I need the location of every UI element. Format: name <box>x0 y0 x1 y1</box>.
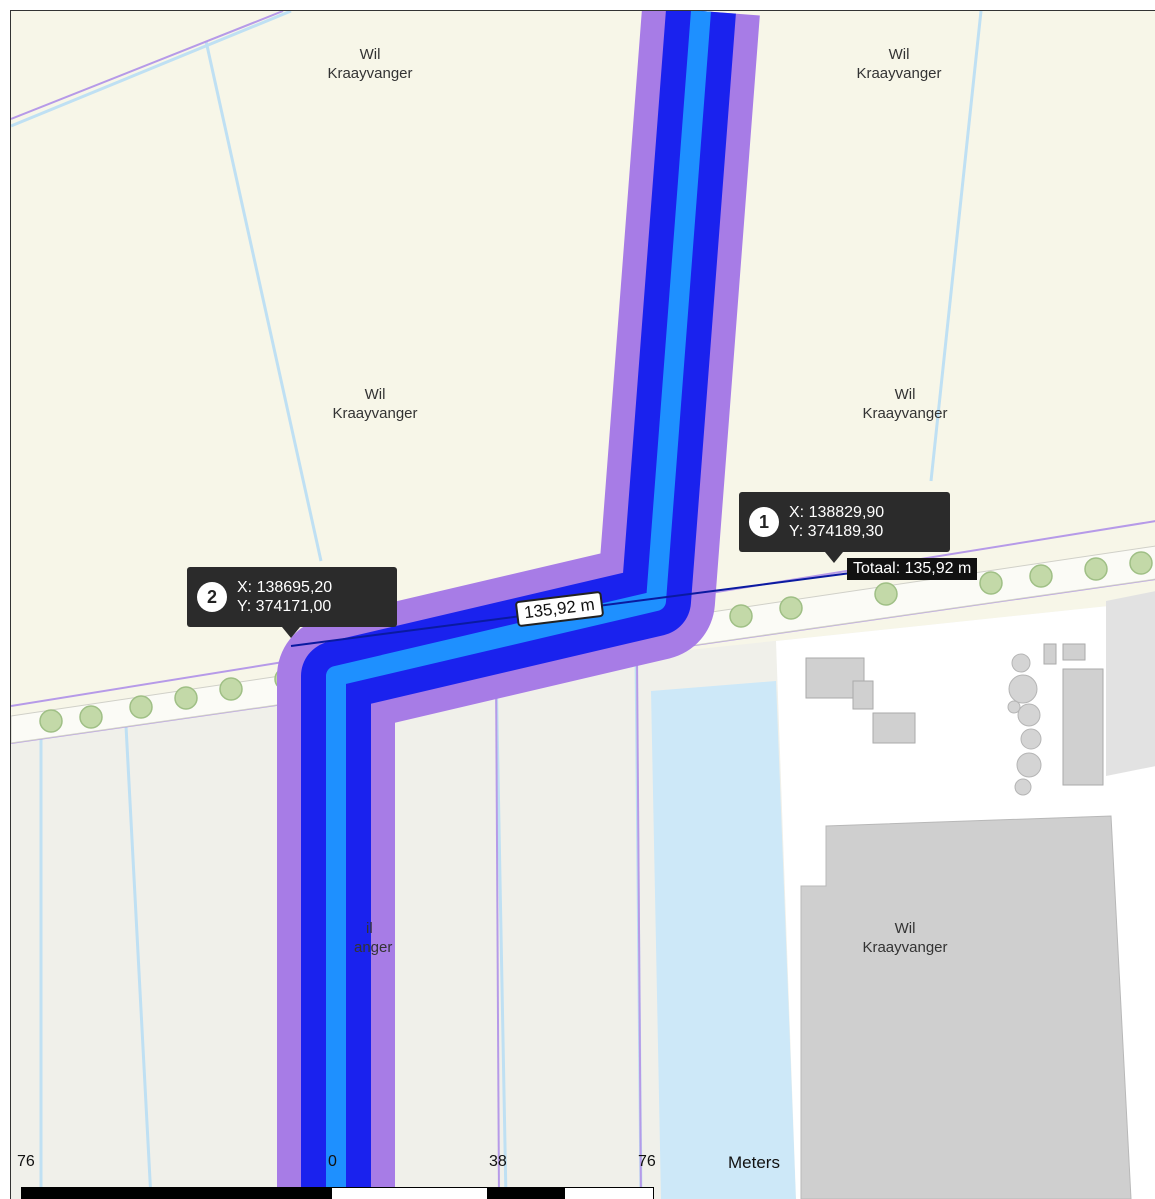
large-building <box>800 815 1132 1199</box>
point-coordinates: X: 138829,90 Y: 374189,30 <box>789 503 884 541</box>
scale-label: 38 <box>489 1153 507 1170</box>
parcel-label-line1: Wil <box>894 920 916 937</box>
scale-segment-white <box>332 1188 487 1199</box>
grey-plot-top-right <box>1106 591 1155 776</box>
parcel-label: Wil Kraayvanger <box>305 385 445 423</box>
callout-pointer <box>282 627 300 638</box>
scale-unit-label: Meters <box>728 1153 780 1172</box>
callout-pointer <box>825 552 843 563</box>
parcel-label-line1: Wil <box>359 46 381 63</box>
parcel-label-line1: Wil <box>894 386 916 403</box>
parcel-label-line2: Kraayvanger <box>332 405 418 422</box>
point-x-coordinate: X: 138829,90 <box>789 504 885 521</box>
point-number-badge: 2 <box>197 582 227 612</box>
water-body <box>651 681 796 1199</box>
parcel-label-line1: Wil <box>364 386 386 403</box>
measurement-total-label: Totaal: 135,92 m <box>847 558 978 580</box>
point-number-badge: 1 <box>749 507 779 537</box>
scale-label: 76 <box>638 1153 656 1170</box>
parcel-label-line2: Kraayvanger <box>856 65 942 82</box>
pipeline-center <box>326 11 711 1199</box>
point-coordinates: X: 138695,20 Y: 374171,00 <box>237 578 332 616</box>
parcel-label: Wil Kraayvanger <box>829 45 969 83</box>
map-view[interactable]: Wil Kraayvanger Wil Kraayvanger Wil Kraa… <box>10 10 1155 1199</box>
scale-bar <box>21 1187 654 1199</box>
scale-label: 76 <box>17 1153 35 1170</box>
parcel-label-line2: Kraayvanger <box>862 939 948 956</box>
parcel-label: Wil Kraayvanger <box>300 45 440 83</box>
parcel-label-line1: Wil <box>888 46 910 63</box>
map-canvas[interactable] <box>11 11 1155 1199</box>
measure-point-2-callout[interactable]: 2 X: 138695,20 Y: 374171,00 <box>187 567 397 638</box>
measure-point-1-callout[interactable]: 1 X: 138829,90 Y: 374189,30 <box>739 492 950 563</box>
point-y-coordinate: Y: 374189,30 <box>789 523 884 540</box>
parcel-label-line2: anger <box>354 939 393 956</box>
storage-tanks <box>1007 653 1042 796</box>
small-buildings <box>805 643 1104 786</box>
parcel-label: Wil Kraayvanger <box>835 385 975 423</box>
scale-segment-black <box>22 1188 332 1199</box>
parcel-label-line1: il <box>366 920 373 937</box>
scale-segment-black <box>487 1188 565 1199</box>
parcel-label-line2: Kraayvanger <box>862 405 948 422</box>
scale-label: 0 <box>328 1153 337 1170</box>
parcel-label-line2: Kraayvanger <box>327 65 413 82</box>
parcel-label: il anger <box>354 919 434 957</box>
point-y-coordinate: Y: 374171,00 <box>237 598 332 615</box>
point-x-coordinate: X: 138695,20 <box>237 579 333 596</box>
scale-segment-white <box>565 1188 653 1199</box>
parcel-label: Wil Kraayvanger <box>835 919 975 957</box>
